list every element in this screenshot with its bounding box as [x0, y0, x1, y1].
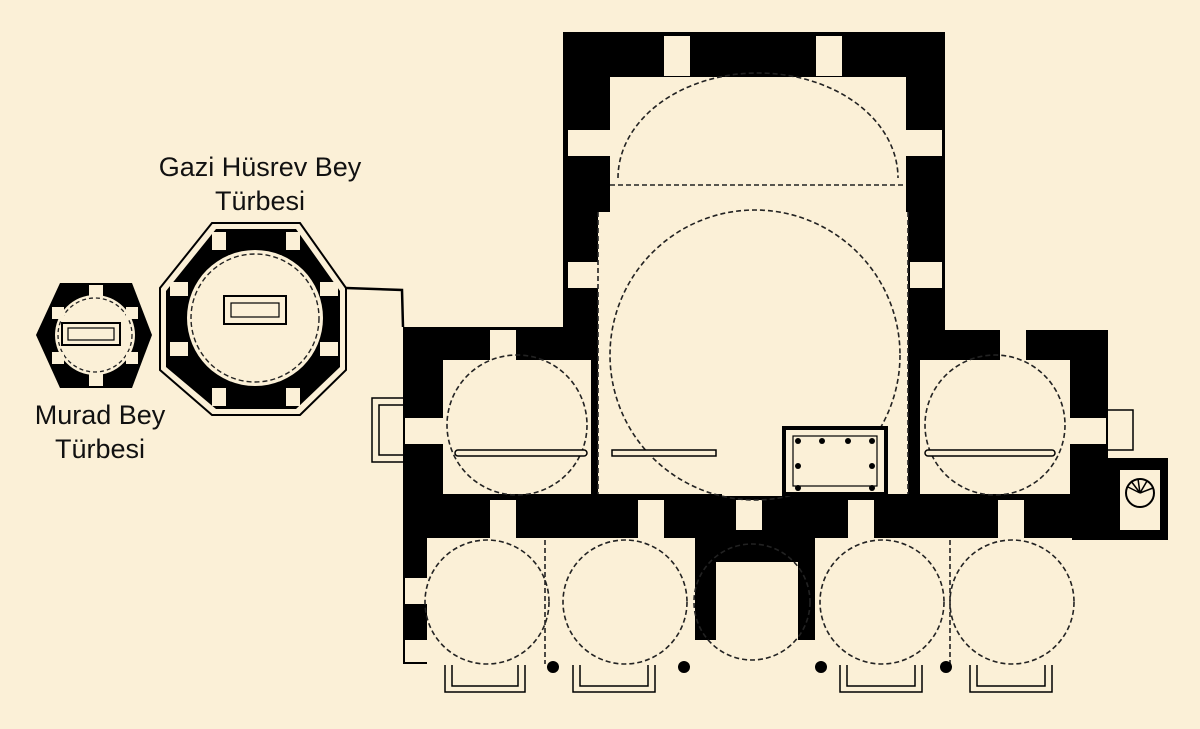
- portico-passage: [693, 640, 818, 664]
- connecting-wall: [345, 286, 405, 328]
- murad-label-line1: Murad Bey: [34, 400, 166, 430]
- mahfil: [782, 426, 888, 496]
- west-dome: [446, 354, 588, 496]
- mihrab-bay: [610, 77, 906, 212]
- portico-dome: [819, 539, 945, 665]
- murad-bey-turbesi: [36, 283, 152, 388]
- window: [568, 262, 598, 288]
- window: [1070, 418, 1106, 444]
- window: [736, 500, 762, 530]
- gazi-husrev-label-line2: Türbesi: [214, 186, 306, 216]
- portico-dome: [424, 539, 550, 665]
- portico-bay-1: [427, 538, 695, 664]
- octagon-windows: [170, 232, 338, 406]
- window: [816, 36, 842, 76]
- bench: [454, 449, 588, 457]
- gazi-husrev-label-line1: Gazi Hüsrev Bey: [158, 152, 362, 182]
- minaret-stair: [1125, 478, 1155, 508]
- window: [405, 418, 443, 444]
- window: [405, 578, 427, 604]
- gazi-husrev-bey-turbesi: [159, 222, 405, 416]
- mosque-plan: [371, 32, 1168, 693]
- hexagon-windows: [52, 285, 138, 386]
- portico-dome: [949, 539, 1075, 665]
- window: [910, 262, 942, 288]
- portico-dome: [693, 543, 811, 661]
- dome-outlines: [424, 72, 1075, 665]
- murad-bey-turbesi-label: Murad Bey Türbesi: [25, 398, 175, 466]
- window: [1072, 578, 1094, 604]
- sarcophagus: [61, 322, 121, 346]
- octagon-dome: [190, 253, 320, 383]
- window: [664, 36, 690, 76]
- window: [638, 500, 664, 538]
- window: [998, 500, 1024, 538]
- window: [405, 640, 427, 662]
- window: [900, 130, 942, 156]
- gazi-husrev-bey-turbesi-label: Gazi Hüsrev Bey Türbesi: [150, 150, 370, 218]
- east-side-bay: [920, 360, 1070, 494]
- east-dome: [924, 354, 1066, 496]
- bench: [924, 449, 1056, 457]
- sarcophagus: [223, 295, 287, 325]
- portico-columns: [547, 661, 952, 673]
- portico-dome: [562, 539, 688, 665]
- front-steps: [371, 397, 1134, 693]
- window: [1072, 640, 1094, 662]
- mihrab-semidome: [617, 72, 899, 179]
- mosque-interior-spaces: [405, 36, 1160, 664]
- west-side-bay: [443, 360, 591, 494]
- hexagon-dome: [57, 297, 133, 373]
- bench: [611, 449, 717, 457]
- window: [490, 500, 516, 538]
- main-dome: [609, 209, 901, 501]
- window: [848, 500, 874, 538]
- benches: [454, 449, 1056, 457]
- murad-label-line2: Türbesi: [54, 434, 146, 464]
- window: [568, 130, 610, 156]
